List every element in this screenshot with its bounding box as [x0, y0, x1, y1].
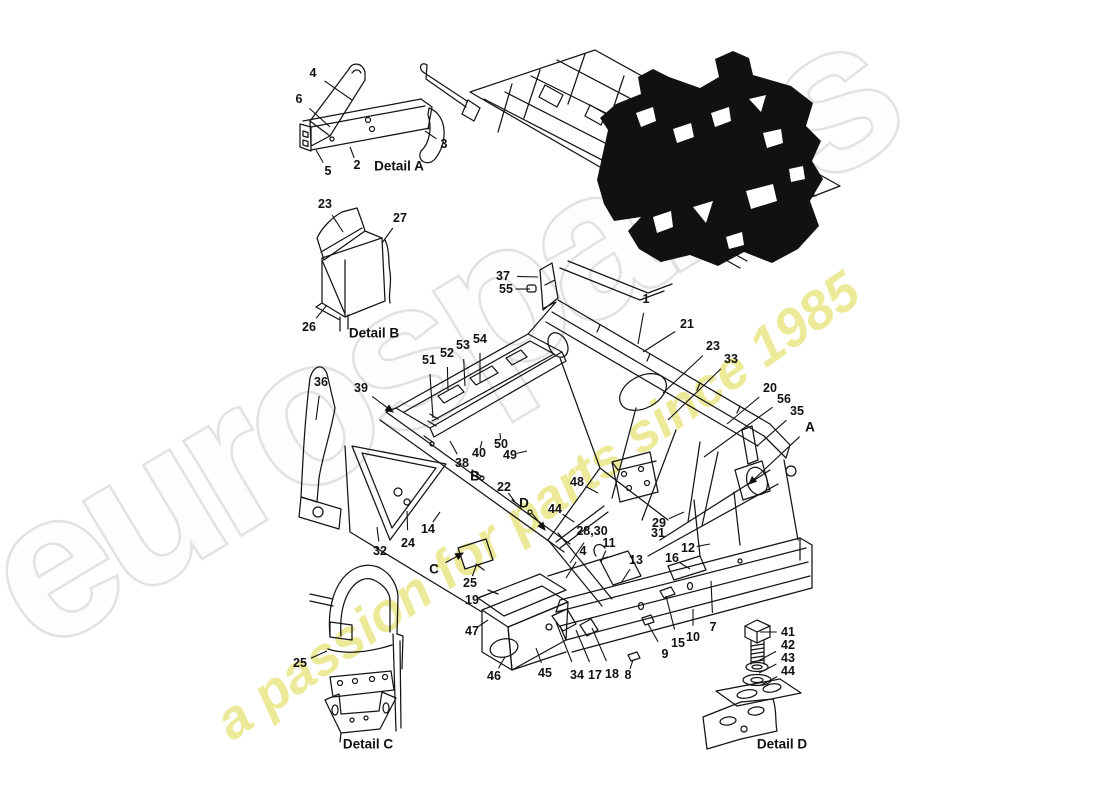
diagram-art	[298, 49, 841, 750]
chassis-overview-drawing	[419, 49, 841, 301]
detail-c-drawing	[309, 564, 404, 743]
highlighted-rear-clip	[597, 51, 823, 266]
detail-a-drawing	[299, 63, 445, 164]
leader-lines	[309, 80, 801, 686]
detail-d-drawing	[702, 619, 802, 750]
detail-b-drawing	[315, 207, 392, 332]
